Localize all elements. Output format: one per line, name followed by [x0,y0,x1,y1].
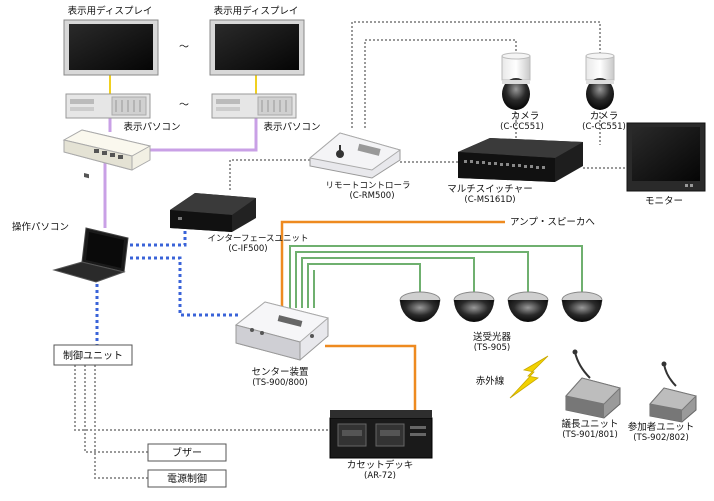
lan-cables [103,118,258,228]
interface-unit-label: インターフェースユニット [207,234,308,244]
delegate-model: (TS-902/802) [633,433,689,443]
amp-label: アンプ・スピーカへ [510,217,595,228]
camera-2-label: カメラ [590,111,619,122]
delegate-label: 参加者ユニット [628,421,695,433]
remote-model: (C-RM500) [349,191,394,201]
transceiver-3 [507,291,549,322]
display-pc-2-label: 表示パソコン [263,121,320,133]
tilde-1: ～ [179,42,189,53]
cassette-model: (AR-72) [364,471,396,481]
interface-unit [170,193,256,232]
monitor [626,122,706,192]
control-unit-box [53,344,133,366]
center-model: (TS-900/800) [252,378,308,388]
center-unit [234,301,330,361]
display-pc-1-label: 表示パソコン [123,121,180,133]
transceiver-label: 送受光器 [473,331,512,343]
interface-unit-model: (C-IF500) [228,244,267,254]
transceiver-2 [453,291,495,322]
display-pc-1 [65,93,151,119]
chair-model: (TS-901/801) [562,430,618,440]
transceiver-4 [561,291,603,322]
camera-2-model: (C-CC551) [582,122,626,132]
display-2 [209,19,305,76]
delegate-unit [649,361,697,423]
display-1-label: 表示用ディスプレイ [68,5,153,17]
switcher-model: (C-MS161D) [464,195,515,205]
buzzer-box [147,443,227,462]
audio-cables [280,220,505,418]
center-label: センター装置 [251,366,308,378]
chair-label: 議長ユニット [561,418,618,430]
tilde-2: ～ [179,100,189,111]
operation-laptop [52,227,129,283]
switcher-label: マルチスイッチャー [447,184,532,195]
camera-1-label: カメラ [511,111,540,122]
remote-label: リモートコントローラ [325,181,410,191]
camera-1 [501,52,531,110]
operation-pc-label: 操作パソコン [12,221,69,233]
network-hub [62,129,152,179]
control-unit-label: 制御ユニット [63,349,123,362]
display-1 [63,19,159,76]
power-control-box [147,469,227,488]
power-control-label: 電源制御 [167,472,207,485]
buzzer-label: ブザー [172,446,202,459]
camera-2 [585,52,615,110]
display-pc-2 [211,93,297,119]
cassette-label: カセットデッキ [347,459,414,471]
monitor-label: モニター [645,196,683,207]
infrared-label: 赤外線 [476,375,505,387]
chair-unit [565,349,621,419]
cassette-deck [329,410,433,459]
transceiver-1 [399,291,441,322]
transceiver-model: (TS-905) [474,343,511,353]
multi-switcher [458,138,583,182]
display-2-label: 表示用ディスプレイ [214,5,299,17]
rs232-cables [95,230,240,345]
video-cables [74,21,625,479]
ir-cables [289,245,583,308]
infrared-lightning-icon [509,355,549,399]
camera-1-model: (C-CC551) [500,122,544,132]
remote-controller [308,132,402,179]
